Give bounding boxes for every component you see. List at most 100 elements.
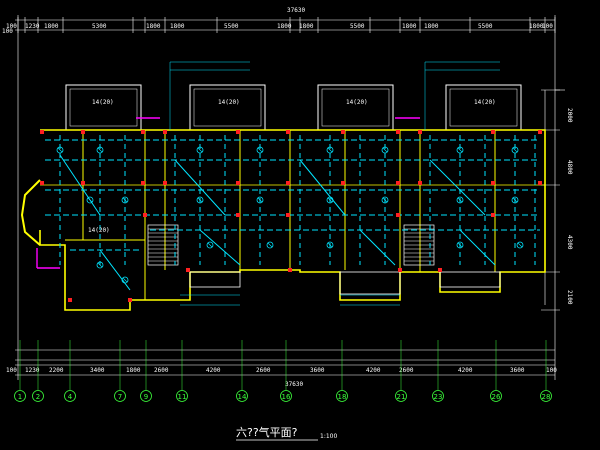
right-dimension-value: 2000 [566, 108, 573, 123]
junction-marker [163, 181, 167, 185]
lamp-symbol [511, 146, 519, 154]
lamp-symbol [516, 241, 524, 249]
junction-marker [438, 268, 442, 272]
axis-label: 18 [338, 393, 347, 401]
wire-run [174, 159, 226, 216]
lamp-symbol [256, 146, 264, 154]
bottom-dimension-value: 4200 [366, 367, 381, 374]
axis-bubble [336, 390, 348, 402]
lamp-symbol [196, 196, 204, 204]
room-label: 14(20) [346, 99, 368, 106]
junction-marker [186, 268, 190, 272]
left-dimension: 100 [2, 28, 13, 35]
top-overall-dimension: 37630 [287, 7, 305, 14]
axis-bubble [490, 390, 502, 402]
top-dimension-value: 5500 [224, 23, 239, 30]
axis-label: 21 [397, 393, 406, 401]
wire-run [459, 229, 496, 266]
top-dimension-value: 1800 [146, 23, 161, 30]
lamp-cross [382, 197, 388, 203]
axis-label: 2 [36, 393, 40, 401]
lamp-symbol [456, 196, 464, 204]
axis-bubble [14, 390, 26, 402]
room-label: 14(20) [92, 99, 114, 106]
top-dimension-value: 100 [542, 23, 553, 30]
junction-marker [163, 130, 167, 134]
lamp-symbol [121, 196, 129, 204]
bottom-dimension-value: 3600 [310, 367, 325, 374]
lamp-symbol [326, 196, 334, 204]
junction-marker [418, 181, 422, 185]
dimension-frame [15, 15, 565, 380]
lamp-cross [512, 197, 518, 203]
lamp-symbol [456, 241, 464, 249]
top-dimension-value: 5500 [350, 23, 365, 30]
junction-marker [286, 130, 290, 134]
axis-bubble [395, 390, 407, 402]
lamp-cross [97, 147, 103, 153]
junction-marker [396, 130, 400, 134]
lower-bays [189, 271, 501, 295]
axis-label: 14 [238, 393, 247, 401]
lamp-cross [197, 197, 203, 203]
junction-marker [40, 130, 44, 134]
junction-marker [81, 181, 85, 185]
right-dimension-value: 4800 [566, 160, 573, 175]
room-label: 14(20) [474, 99, 496, 106]
junction-marker [236, 181, 240, 185]
axis-bubble [236, 390, 248, 402]
junction-marker [491, 213, 495, 217]
axis-label: 16 [282, 393, 291, 401]
drawing-scale: 1:100 [320, 433, 337, 440]
junction-marker [81, 130, 85, 134]
lamp-symbol [326, 146, 334, 154]
electrical-wiring [45, 135, 540, 291]
room-label: 14(20) [218, 99, 240, 106]
lamp-symbol [256, 196, 264, 204]
axis-label: 11 [178, 393, 187, 401]
axis-bubble [540, 390, 552, 402]
bottom-dimension-value: 4200 [458, 367, 473, 374]
junction-marker [491, 130, 495, 134]
lamp-symbol [456, 146, 464, 154]
junction-marker [491, 181, 495, 185]
lamp-cross [327, 147, 333, 153]
stair-treads [148, 228, 434, 262]
axis-bubble [114, 390, 126, 402]
junction-marker [68, 298, 72, 302]
axis-label: 23 [434, 393, 443, 401]
lamp-symbol [96, 261, 104, 269]
lamp-symbol [266, 241, 274, 249]
lamp-symbol [511, 196, 519, 204]
junction-marker [288, 268, 292, 272]
right-dimension-value: 2100 [566, 290, 573, 305]
junction-marker [40, 181, 44, 185]
junction-marker [341, 130, 345, 134]
lamp-cross [57, 147, 63, 153]
top-dimension-value: 100 [6, 23, 17, 30]
top-dimension-value: 1800 [402, 23, 417, 30]
lamp-cross [97, 262, 103, 268]
lamp-symbol [56, 146, 64, 154]
lamp-cross [197, 147, 203, 153]
lamp-symbol [196, 146, 204, 154]
junction-marker [236, 130, 240, 134]
leader-lines [169, 61, 500, 306]
junction-marker [286, 181, 290, 185]
lamp-cross [382, 147, 388, 153]
axis-label: 7 [118, 393, 122, 401]
junction-marker [396, 181, 400, 185]
top-dimension-value: 1800 [44, 23, 59, 30]
axis-label: 4 [68, 393, 73, 401]
room-label: 14(20) [88, 227, 110, 234]
axis-bubble [32, 390, 44, 402]
lamp-cross [327, 197, 333, 203]
junction-marker [141, 181, 145, 185]
magenta-accents [36, 117, 420, 269]
bottom-dimension-value: 1800 [126, 367, 141, 374]
bottom-dimension-value: 2600 [399, 367, 414, 374]
wire-run [199, 229, 241, 266]
